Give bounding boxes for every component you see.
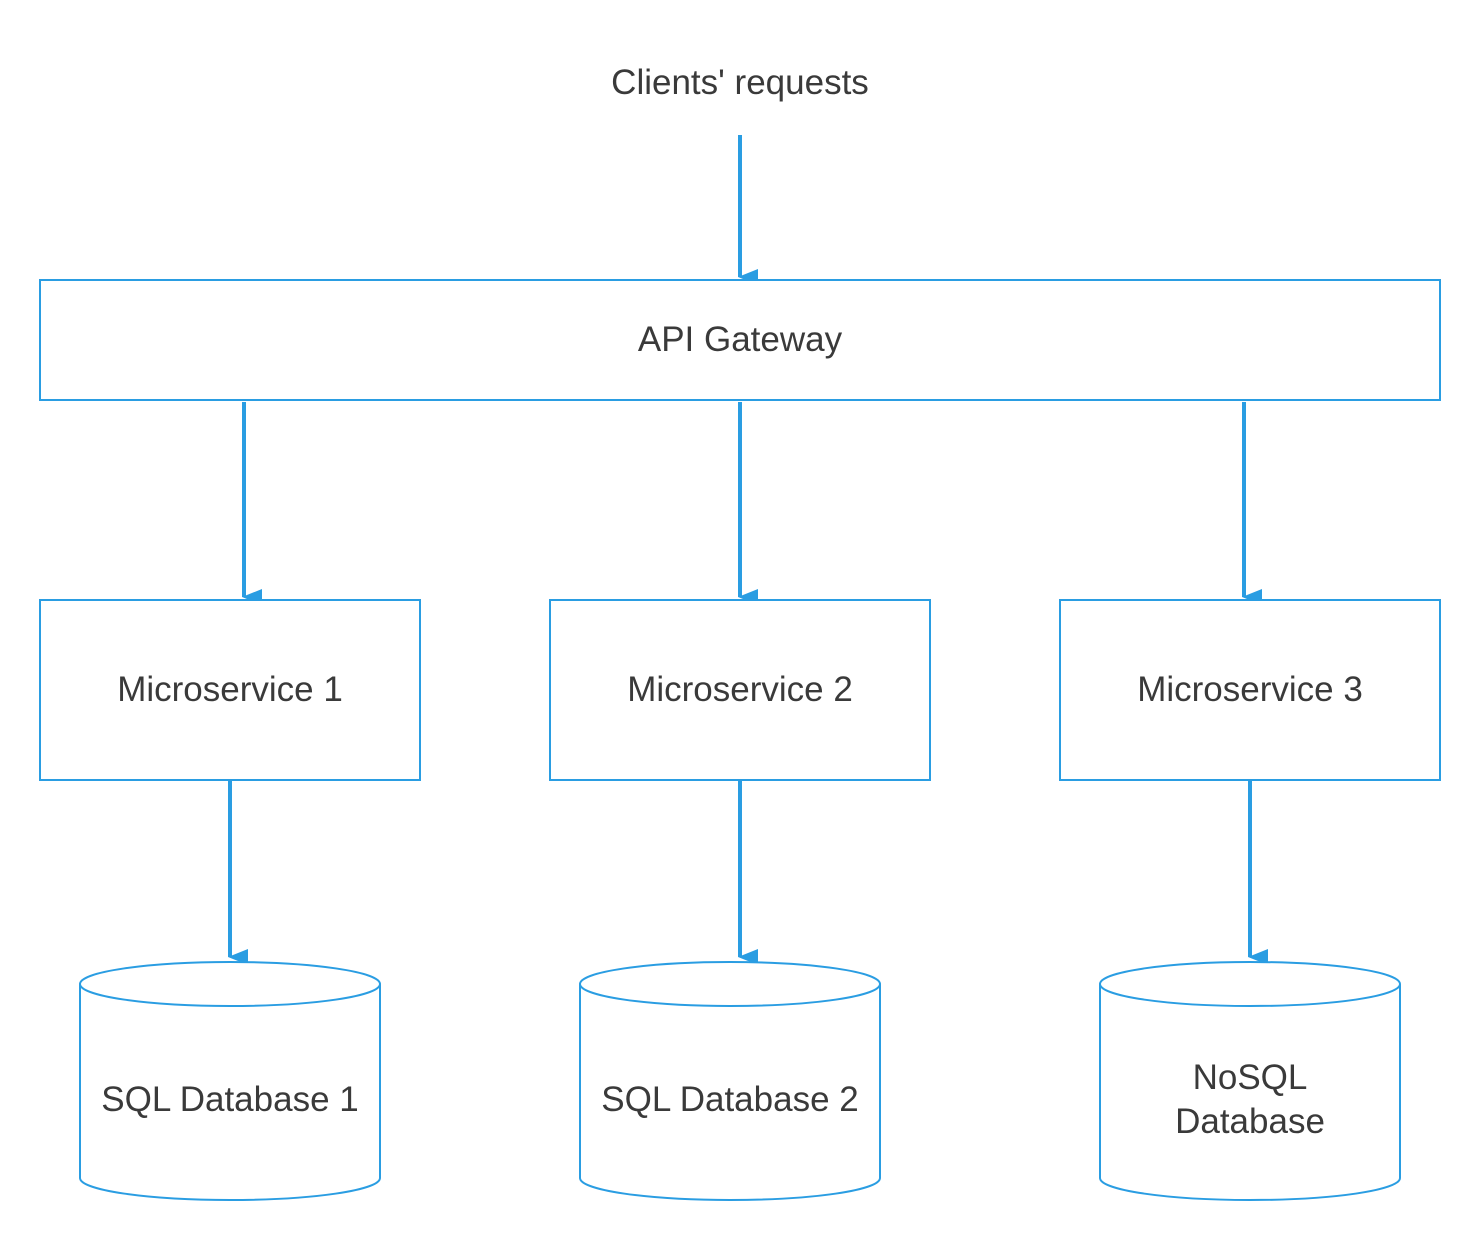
microservice-3-box: Microservice 3 — [1059, 599, 1441, 781]
database-1-line1: SQL Database 1 — [101, 1080, 359, 1119]
clients-requests-label: Clients' requests — [611, 63, 869, 102]
database-3-line2: Database — [1175, 1102, 1325, 1141]
api-gateway-label: API Gateway — [637, 320, 843, 359]
database-3-label: NoSQL Database — [1100, 1010, 1400, 1190]
microservice-2-label: Microservice 2 — [627, 670, 853, 709]
db-cylinder-1 — [79, 961, 381, 1201]
microservice-1-box: Microservice 1 — [39, 599, 421, 781]
db-cylinder-2 — [579, 961, 881, 1201]
database-3-line1: NoSQL — [1192, 1058, 1308, 1097]
db-cylinder-3 — [1099, 961, 1401, 1201]
api-gateway-box: API Gateway — [39, 279, 1441, 401]
database-2-label: SQL Database 2 — [580, 1010, 880, 1190]
database-2-line1: SQL Database 2 — [601, 1080, 859, 1119]
microservice-2-box: Microservice 2 — [549, 599, 931, 781]
microservice-1-label: Microservice 1 — [117, 670, 343, 709]
database-1-label: SQL Database 1 — [80, 1010, 380, 1190]
microservice-3-label: Microservice 3 — [1137, 670, 1363, 709]
